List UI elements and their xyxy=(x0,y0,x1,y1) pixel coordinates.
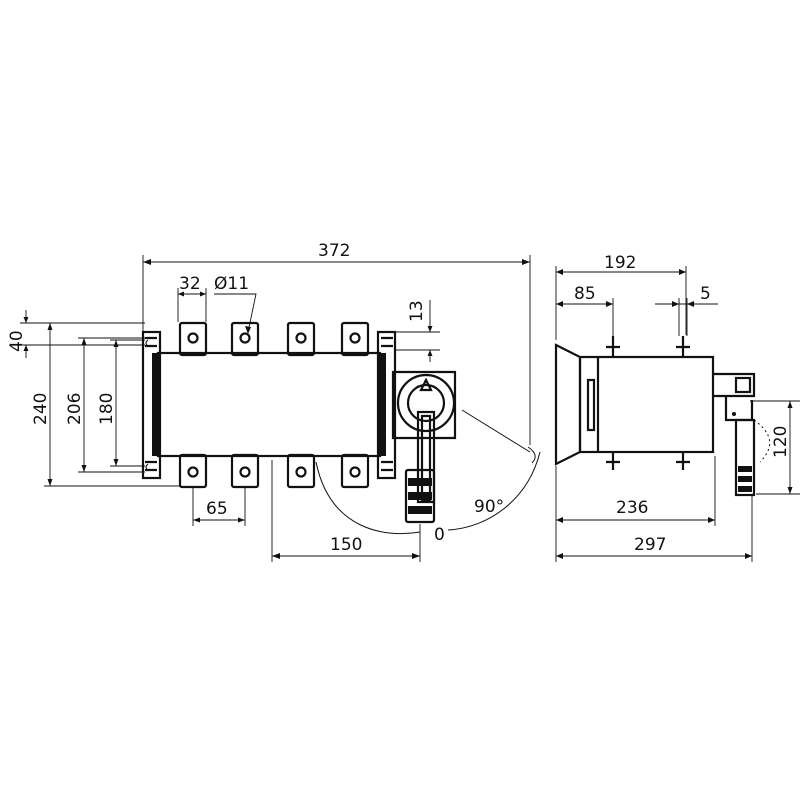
side-body xyxy=(578,355,715,454)
dim-side-body-depth: 236 xyxy=(616,498,648,518)
bottom-terminals xyxy=(178,453,370,489)
side-flange xyxy=(554,343,582,466)
dim-side-right-offset: 5 xyxy=(700,284,711,304)
dim-side-handle-height: 120 xyxy=(771,426,791,458)
label-rotation-angle: 90° xyxy=(474,497,504,517)
right-mount-bracket xyxy=(376,330,397,480)
left-mount-bracket xyxy=(141,330,162,480)
front-view xyxy=(141,321,541,535)
front-dimensions: 372 32 Ø11 13 40 240 206 180 65 xyxy=(7,241,531,562)
dim-terminal-pitch-top: 32 xyxy=(179,274,201,294)
rotation-arcs xyxy=(315,409,541,535)
dim-hole-diameter: Ø11 xyxy=(214,274,249,294)
dim-overall-width: 372 xyxy=(318,241,350,261)
dim-terminal-pitch-bottom: 65 xyxy=(206,499,228,519)
dim-mount-height-inner: 180 xyxy=(97,393,117,425)
handle-assembly xyxy=(391,370,457,524)
dim-mount-height-outer: 206 xyxy=(65,393,85,425)
side-dimensions: 192 85 5 120 236 297 xyxy=(555,253,800,562)
switch-body xyxy=(156,351,382,458)
side-handle xyxy=(713,372,770,497)
dim-side-left-offset: 85 xyxy=(574,284,596,304)
label-handle-zero: 0 xyxy=(434,525,445,545)
dim-side-total-depth: 297 xyxy=(634,535,666,555)
dim-top-gap: 40 xyxy=(7,330,27,352)
dim-handle-offset-top: 13 xyxy=(407,300,427,322)
side-view xyxy=(554,336,770,497)
dim-handle-distance: 150 xyxy=(330,535,362,555)
dim-overall-height: 240 xyxy=(31,393,51,425)
dim-side-total-top: 192 xyxy=(604,253,636,273)
top-terminals xyxy=(178,321,370,357)
